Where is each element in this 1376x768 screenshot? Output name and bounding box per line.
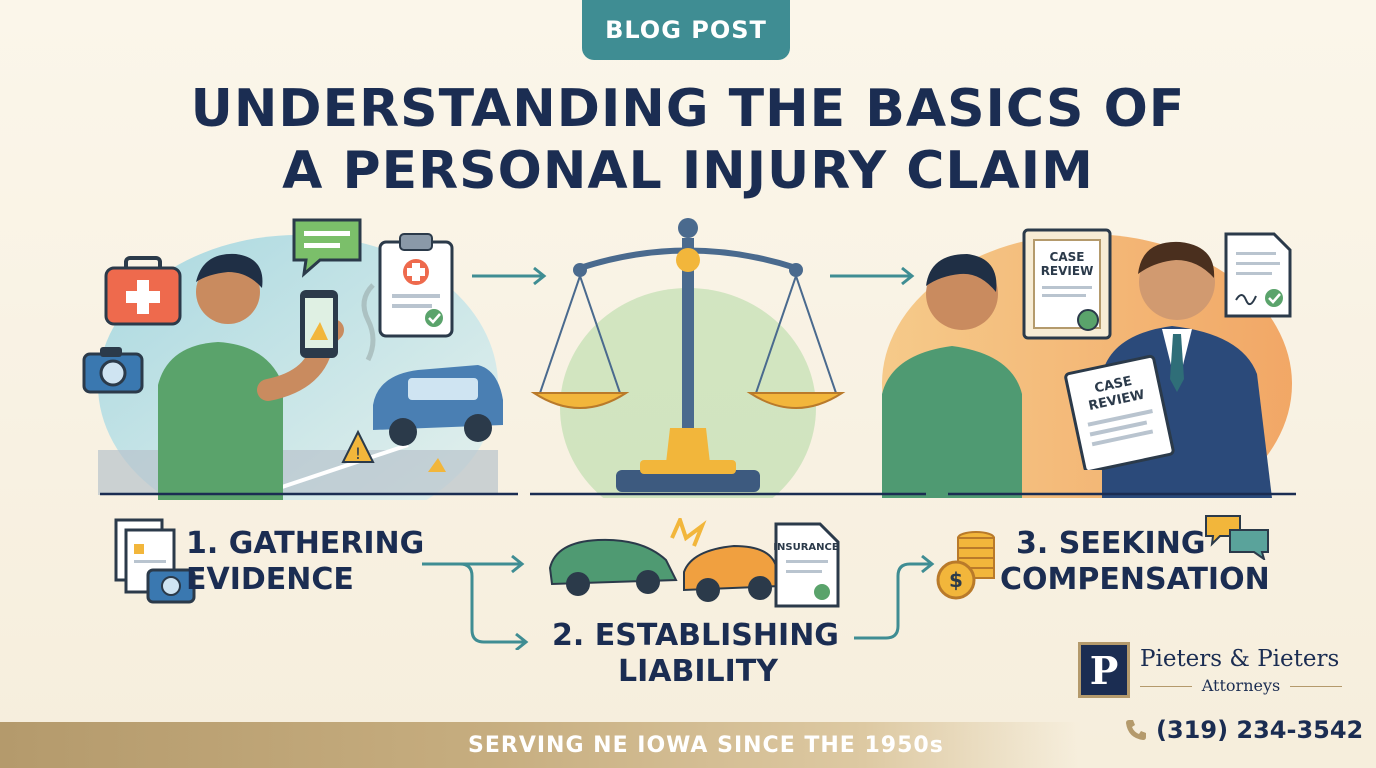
step-2-line-1: 2. ESTABLISHING xyxy=(552,618,839,653)
blog-post-badge: BLOG POST xyxy=(582,0,790,60)
camera-icon xyxy=(82,347,144,394)
page-title: UNDERSTANDING THE BASICS OF A PERSONAL I… xyxy=(0,78,1376,202)
smartphone-icon xyxy=(300,290,338,358)
case-review-document-hand: CASE REVIEW xyxy=(1064,354,1175,470)
coins-dollar-icon: $ xyxy=(936,531,995,600)
svg-text:!: ! xyxy=(355,444,361,463)
step-1-line-2: EVIDENCE xyxy=(186,562,354,597)
chat-bubbles-icon xyxy=(1205,515,1269,560)
title-line-1: UNDERSTANDING THE BASICS OF xyxy=(190,79,1186,139)
medical-clipboard-icon xyxy=(378,233,454,338)
doc-top-label-2: REVIEW xyxy=(1041,264,1094,278)
step-2-label: 2. ESTABLISHING LIABILITY xyxy=(552,618,839,690)
step-3-line-2: COMPENSATION xyxy=(1000,562,1270,597)
phone-contact[interactable]: (319) 234-3542 xyxy=(1124,716,1363,744)
arrow-step-2-to-3 xyxy=(854,554,935,640)
footer-tagline: SERVING NE IOWA SINCE THE 1950s xyxy=(468,732,944,758)
step-1-label: 1. GATHERING EVIDENCE xyxy=(186,526,424,598)
car-collision-icon: INSURANCE xyxy=(548,518,840,608)
title-line-2: A PERSONAL INJURY CLAIM xyxy=(282,141,1094,201)
scene-consultation-illustration xyxy=(882,234,1292,498)
first-aid-kit-icon xyxy=(104,256,182,326)
firm-name: Pieters & Pieters xyxy=(1140,646,1340,672)
firm-logo: P xyxy=(1078,642,1130,698)
case-review-document-top: CASE REVIEW xyxy=(1022,228,1112,340)
arrow-step-1-to-2 xyxy=(422,554,529,650)
doc-top-label-1: CASE xyxy=(1050,250,1085,264)
car-icon xyxy=(373,365,503,446)
step-3-label: 3. SEEKING COMPENSATION xyxy=(1000,526,1270,598)
signed-document-icon xyxy=(1224,232,1292,318)
step-3-line-1: 3. SEEKING xyxy=(1016,526,1206,561)
firm-divider-left xyxy=(1140,686,1192,687)
insurance-doc-label: INSURANCE xyxy=(773,542,839,553)
phone-icon xyxy=(1126,720,1146,740)
arrow-2-to-3 xyxy=(830,266,915,286)
phone-number[interactable]: (319) 234-3542 xyxy=(1156,716,1364,744)
step-1-line-1: 1. GATHERING xyxy=(186,526,425,561)
step-2-line-2: LIABILITY xyxy=(618,654,778,689)
footer-tagline-band: SERVING NE IOWA SINCE THE 1950s xyxy=(0,722,1080,768)
chat-bubble-icon xyxy=(292,218,362,278)
svg-text:$: $ xyxy=(949,568,963,592)
documents-camera-icon xyxy=(114,518,196,604)
firm-logo-letter: P xyxy=(1089,647,1119,693)
warning-triangle-icon: ! xyxy=(341,429,375,463)
arrow-1-to-2 xyxy=(472,266,547,286)
ground-divider xyxy=(100,492,1296,496)
scales-of-justice-icon xyxy=(530,218,846,498)
badge-label: BLOG POST xyxy=(605,16,767,44)
firm-divider-right xyxy=(1290,686,1342,687)
firm-subtitle: Attorneys xyxy=(1201,676,1281,695)
